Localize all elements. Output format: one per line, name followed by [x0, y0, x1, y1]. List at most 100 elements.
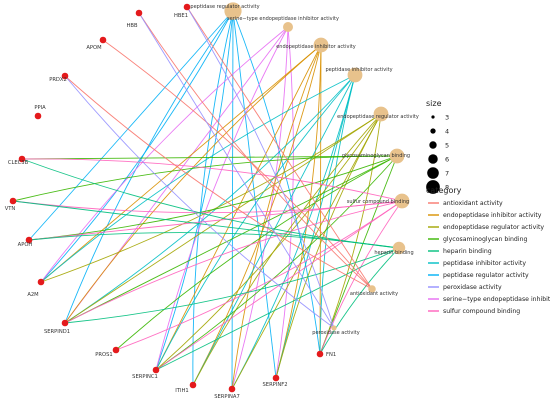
size-legend-value: 6 [445, 156, 449, 164]
gene-node-serpinc1[interactable] [152, 366, 160, 374]
gene-node-hbb[interactable] [135, 9, 143, 17]
edge-glycosaminoglycan-binding-fn1 [319, 155, 398, 355]
edge-endopeptidase-inhibitor-activity-serpinf2 [275, 44, 322, 379]
term-node-glycosaminoglycan-binding[interactable] [389, 148, 405, 164]
edge-peroxidase-activity-hbb [138, 12, 335, 329]
edge-glycosaminoglycan-binding-apoh [28, 155, 398, 241]
edge-peptidase-regulator-activity-serpinf2 [232, 10, 277, 379]
gene-node-serpinf2[interactable] [272, 374, 280, 382]
category-legend-label-peptidase-regulator-activity: peptidase regulator activity [443, 272, 529, 279]
size-legend-value: 8 [445, 184, 449, 192]
edge-endopeptidase-inhibitor-activity-serpind1 [64, 44, 322, 324]
gene-node-pros1[interactable] [112, 346, 120, 354]
edge-sulfur-compound-binding-clec3b [21, 158, 403, 202]
edge-endopeptidase-regulator-activity-fn1 [319, 113, 382, 355]
edge-peptidase-regulator-activity-serpinc1 [155, 10, 234, 371]
edge-peptidase-regulator-activity-a2m [40, 10, 234, 283]
term-label-serine-type-endopeptidase-inhibitor-activity: serine−type endopeptidase inhibitor acti… [227, 16, 339, 22]
edge-heparin-binding-serpinc1 [155, 247, 400, 371]
term-label-peptidase-regulator-activity: peptidase regulator activity [190, 4, 259, 10]
size-legend-swatch [428, 154, 438, 164]
term-label-peroxidase-activity: peroxidase activity [312, 330, 359, 336]
gene-label-serpinf2: SERPINF2 [263, 382, 288, 388]
gene-node-a2m[interactable] [37, 278, 45, 286]
gene-label-hbe1: HBE1 [174, 13, 188, 19]
labels-layer: HBBHBE1APOMPRDX2PPIACLEC3BVTNAPOHA2MSERP… [5, 4, 419, 400]
edge-sulfur-compound-binding-serpind1 [64, 200, 403, 324]
term-node-antioxidant-activity[interactable] [368, 285, 376, 293]
term-node-peroxidase-activity[interactable] [331, 325, 337, 331]
gene-node-clec3b[interactable] [18, 155, 26, 163]
category-legend-label-endopeptidase-inhibitor-activity: endopeptidase inhibitor activity [443, 212, 542, 219]
edge-sulfur-compound-binding-apoh [28, 200, 403, 241]
edge-peroxidase-activity-prdx2 [64, 75, 335, 329]
size-legend-swatch [429, 141, 437, 149]
category-legend-label-heparin-binding: heparin binding [443, 248, 492, 255]
term-label-glycosaminoglycan-binding: glycosaminoglycan binding [342, 153, 410, 159]
gene-node-prdx2[interactable] [61, 72, 69, 80]
edge-endopeptidase-regulator-activity-itih1 [192, 113, 382, 386]
edge-heparin-binding-fn1 [319, 247, 400, 355]
gene-node-apoh[interactable] [25, 236, 33, 244]
gene-node-fn1[interactable] [316, 350, 324, 358]
size-legend-value: 4 [445, 128, 449, 136]
category-legend-label-endopeptidase-regulator-activity: endopeptidase regulator activity [443, 224, 544, 231]
category-legend: antioxidant activity endopeptidase inhibi… [428, 200, 550, 315]
term-node-serine-type-endopeptidase-inhibitor-activity[interactable] [283, 22, 293, 32]
edge-heparin-binding-serpind1 [64, 247, 400, 324]
edge-endopeptidase-inhibitor-activity-serpinc1 [155, 44, 322, 371]
edge-peptidase-regulator-activity-fn1 [232, 10, 321, 355]
category-legend-label-peroxidase-activity: peroxidase activity [443, 284, 502, 291]
term-node-endopeptidase-regulator-activity[interactable] [373, 106, 389, 122]
term-node-endopeptidase-inhibitor-activity[interactable] [313, 37, 329, 53]
gene-label-a2m: A2M [27, 292, 38, 298]
term-node-peptidase-inhibitor-activity[interactable] [347, 67, 363, 83]
edge-endopeptidase-inhibitor-activity-serpina7 [231, 44, 322, 390]
gene-label-vtn: VTN [5, 206, 16, 212]
category-legend-label-peptidase-inhibitor-activity: peptidase inhibitor activity [443, 260, 526, 267]
gene-label-ppia: PPIA [34, 105, 46, 111]
edge-peptidase-regulator-activity-serpind1 [64, 10, 234, 324]
gene-label-hbb: HBB [126, 23, 137, 29]
edge-glycosaminoglycan-binding-vtn [12, 155, 398, 202]
size-legend-swatch [430, 128, 436, 134]
edge-antioxidant-activity-apom [102, 39, 373, 290]
size-legend: 3 4 5 6 7 8 [426, 114, 449, 194]
gene-node-serpina7[interactable] [228, 385, 236, 393]
edge-endopeptidase-regulator-activity-serpina7 [231, 113, 382, 390]
size-legend-swatch [426, 180, 440, 194]
edge-serine-type-endopeptidase-inhibitor-activity-a2m [40, 26, 289, 283]
category-legend-title: category [426, 186, 462, 195]
edge-glycosaminoglycan-binding-serpinc1 [155, 155, 398, 371]
term-label-antioxidant-activity: antioxidant activity [350, 291, 398, 297]
size-legend-value: 7 [445, 170, 449, 178]
term-label-endopeptidase-inhibitor-activity: endopeptidase inhibitor activity [276, 44, 356, 50]
edge-sulfur-compound-binding-pros1 [115, 200, 403, 351]
size-legend-value: 3 [445, 114, 449, 122]
gene-label-apom: APOM [86, 45, 101, 51]
edge-glycosaminoglycan-binding-serpind1 [64, 155, 398, 324]
edge-endopeptidase-regulator-activity-serpinf2 [275, 113, 382, 379]
gene-node-hbe1[interactable] [183, 3, 191, 11]
gene-label-serpina7: SERPINA7 [214, 394, 240, 400]
size-legend-title: size [426, 99, 442, 108]
term-node-heparin-binding[interactable] [392, 241, 406, 255]
edge-endopeptidase-inhibitor-activity-itih1 [192, 44, 322, 386]
gene-node-itih1[interactable] [189, 381, 197, 389]
term-node-sulfur-compound-binding[interactable] [394, 193, 410, 209]
edge-endopeptidase-regulator-activity-serpinc1 [155, 113, 382, 371]
gene-node-ppia[interactable] [34, 112, 42, 120]
gene-node-apom[interactable] [99, 36, 107, 44]
gene-node-serpind1[interactable] [61, 319, 69, 327]
gene-label-fn1: FN1 [326, 352, 336, 358]
category-legend-label-antioxidant-activity: antioxidant activity [443, 200, 503, 207]
category-legend-label-glycosaminoglycan-binding: glycosaminoglycan binding [443, 236, 527, 243]
edge-peptidase-inhibitor-activity-a2m [40, 74, 356, 283]
term-label-heparin-binding: heparin binding [374, 250, 413, 256]
gene-label-prdx2: PRDX2 [49, 77, 67, 83]
size-legend-value: 5 [445, 142, 449, 150]
gene-node-vtn[interactable] [9, 197, 17, 205]
term-node-peptidase-regulator-activity[interactable] [224, 2, 242, 20]
edge-serine-type-endopeptidase-inhibitor-activity-serpinc1 [155, 26, 289, 371]
